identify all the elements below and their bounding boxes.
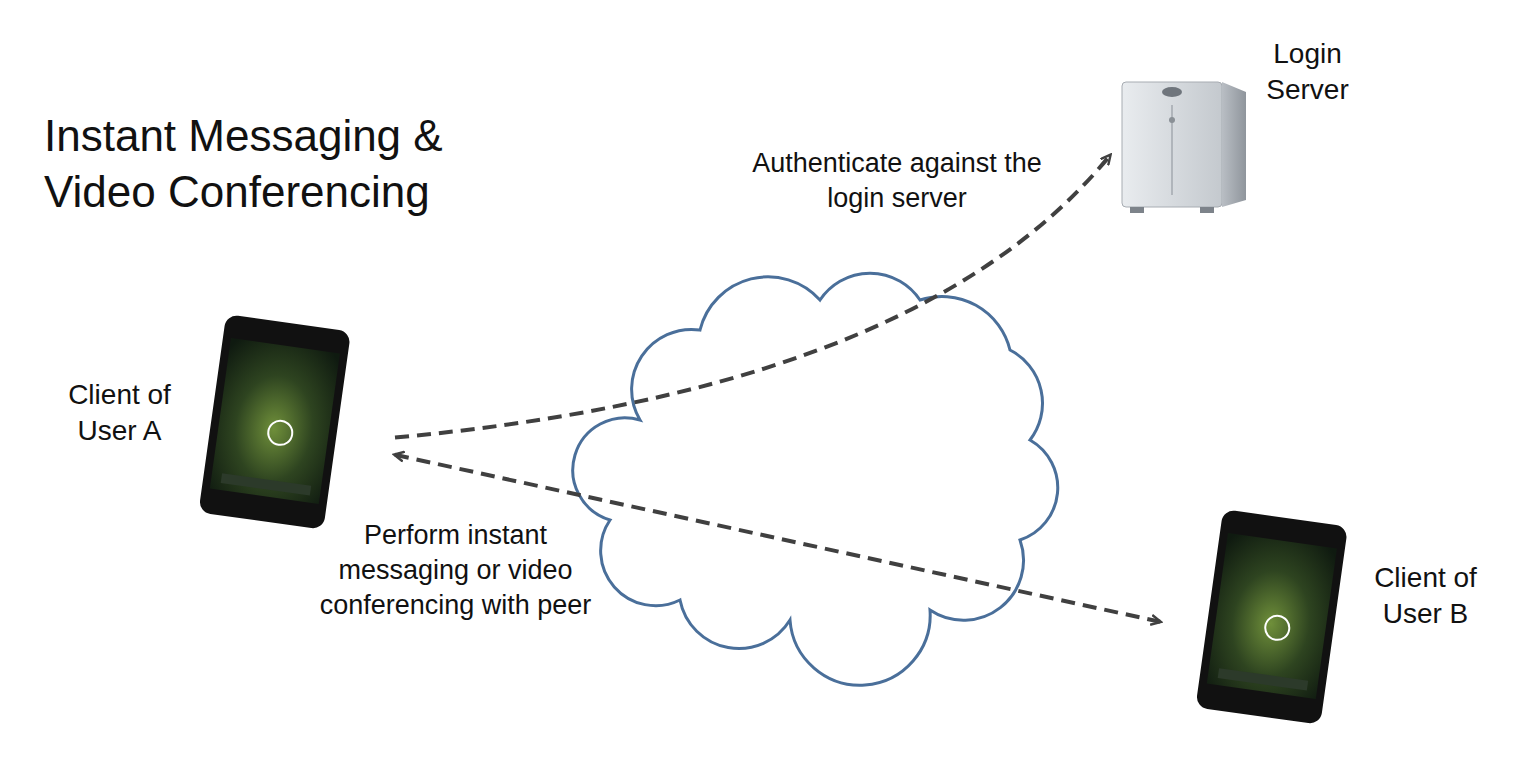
phone-icon bbox=[1195, 509, 1348, 725]
edge-label: Perform instant messaging or video confe… bbox=[318, 518, 593, 623]
phone-icon bbox=[198, 314, 351, 530]
node-label: Login Server bbox=[1250, 36, 1365, 109]
server-icon bbox=[1122, 82, 1246, 213]
node-box: Client of User A bbox=[50, 315, 395, 530]
node-label: Client of User A bbox=[52, 377, 187, 450]
diagram-title: Instant Messaging & Video Conferencing bbox=[44, 108, 514, 220]
dashed-connector bbox=[395, 155, 1110, 437]
node-box: Client of User B bbox=[1160, 510, 1497, 725]
node-label: Client of User B bbox=[1358, 560, 1493, 633]
edge-label: Authenticate against the login server bbox=[752, 146, 1042, 216]
cloud-outline bbox=[573, 273, 1058, 685]
node-box: Login Server bbox=[1110, 30, 1369, 220]
